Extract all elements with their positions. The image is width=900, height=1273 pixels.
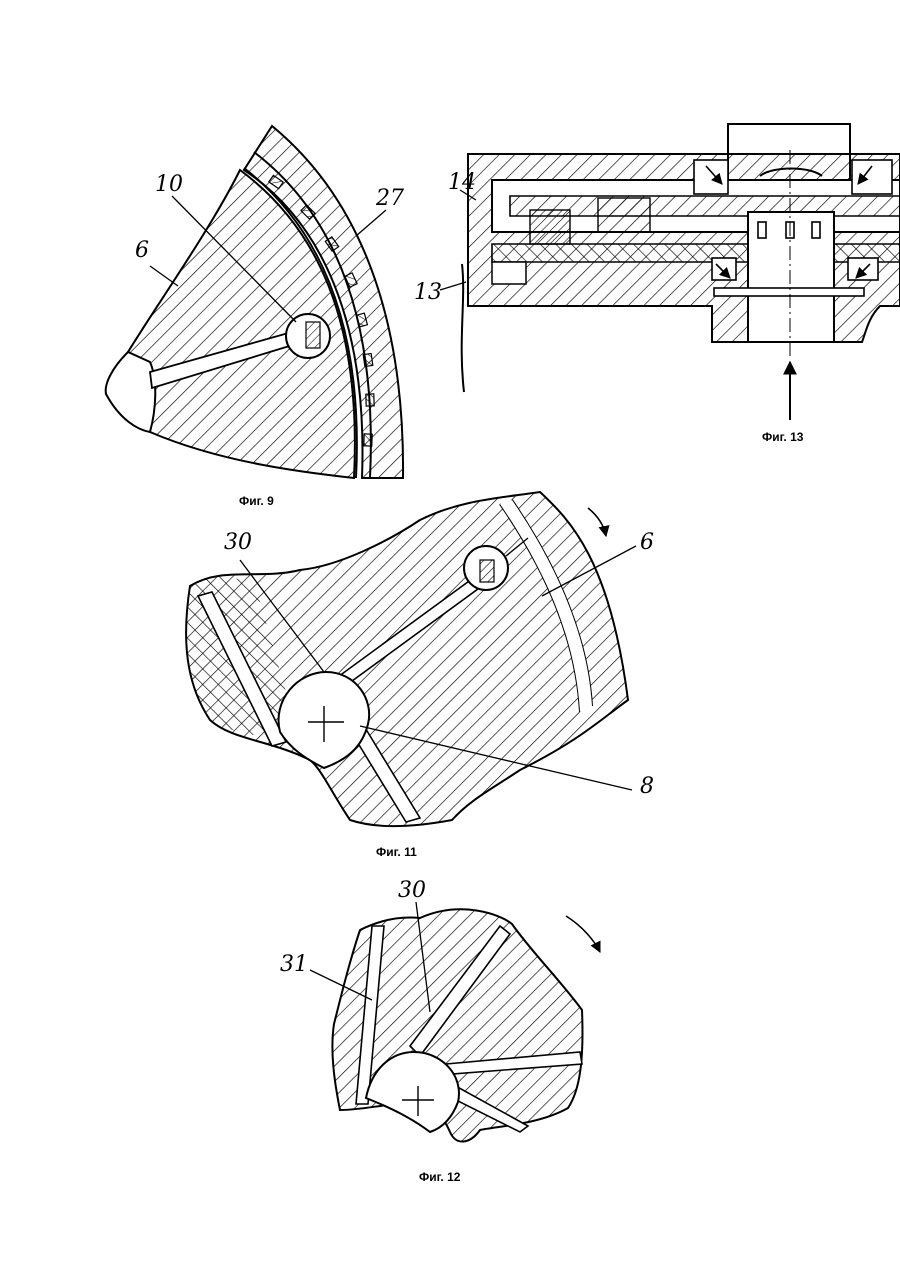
figure-12-drawing <box>310 902 600 1142</box>
fig9-label-6: 6 <box>135 238 149 263</box>
fig12-label-30: 30 <box>398 878 426 903</box>
fig13-label-14: 14 <box>448 170 476 195</box>
fig11-label-30: 30 <box>224 530 252 555</box>
fig12-caption: Фиг. 12 <box>419 1170 460 1184</box>
fig9-label-10: 10 <box>155 172 183 197</box>
figure-11-drawing <box>186 492 636 826</box>
fig9-caption: Фиг. 9 <box>239 494 274 508</box>
fig12-label-31: 31 <box>280 952 308 977</box>
fig11-caption: Фиг. 11 <box>376 845 417 859</box>
fig11-label-6: 6 <box>640 530 654 555</box>
fig11-label-8: 8 <box>640 774 654 799</box>
figure-13-drawing <box>440 124 900 420</box>
fig13-caption: Фиг. 13 <box>762 430 803 444</box>
fig9-label-27: 27 <box>376 186 404 211</box>
figure-9-drawing <box>106 126 403 478</box>
fig13-label-13: 13 <box>414 280 442 305</box>
